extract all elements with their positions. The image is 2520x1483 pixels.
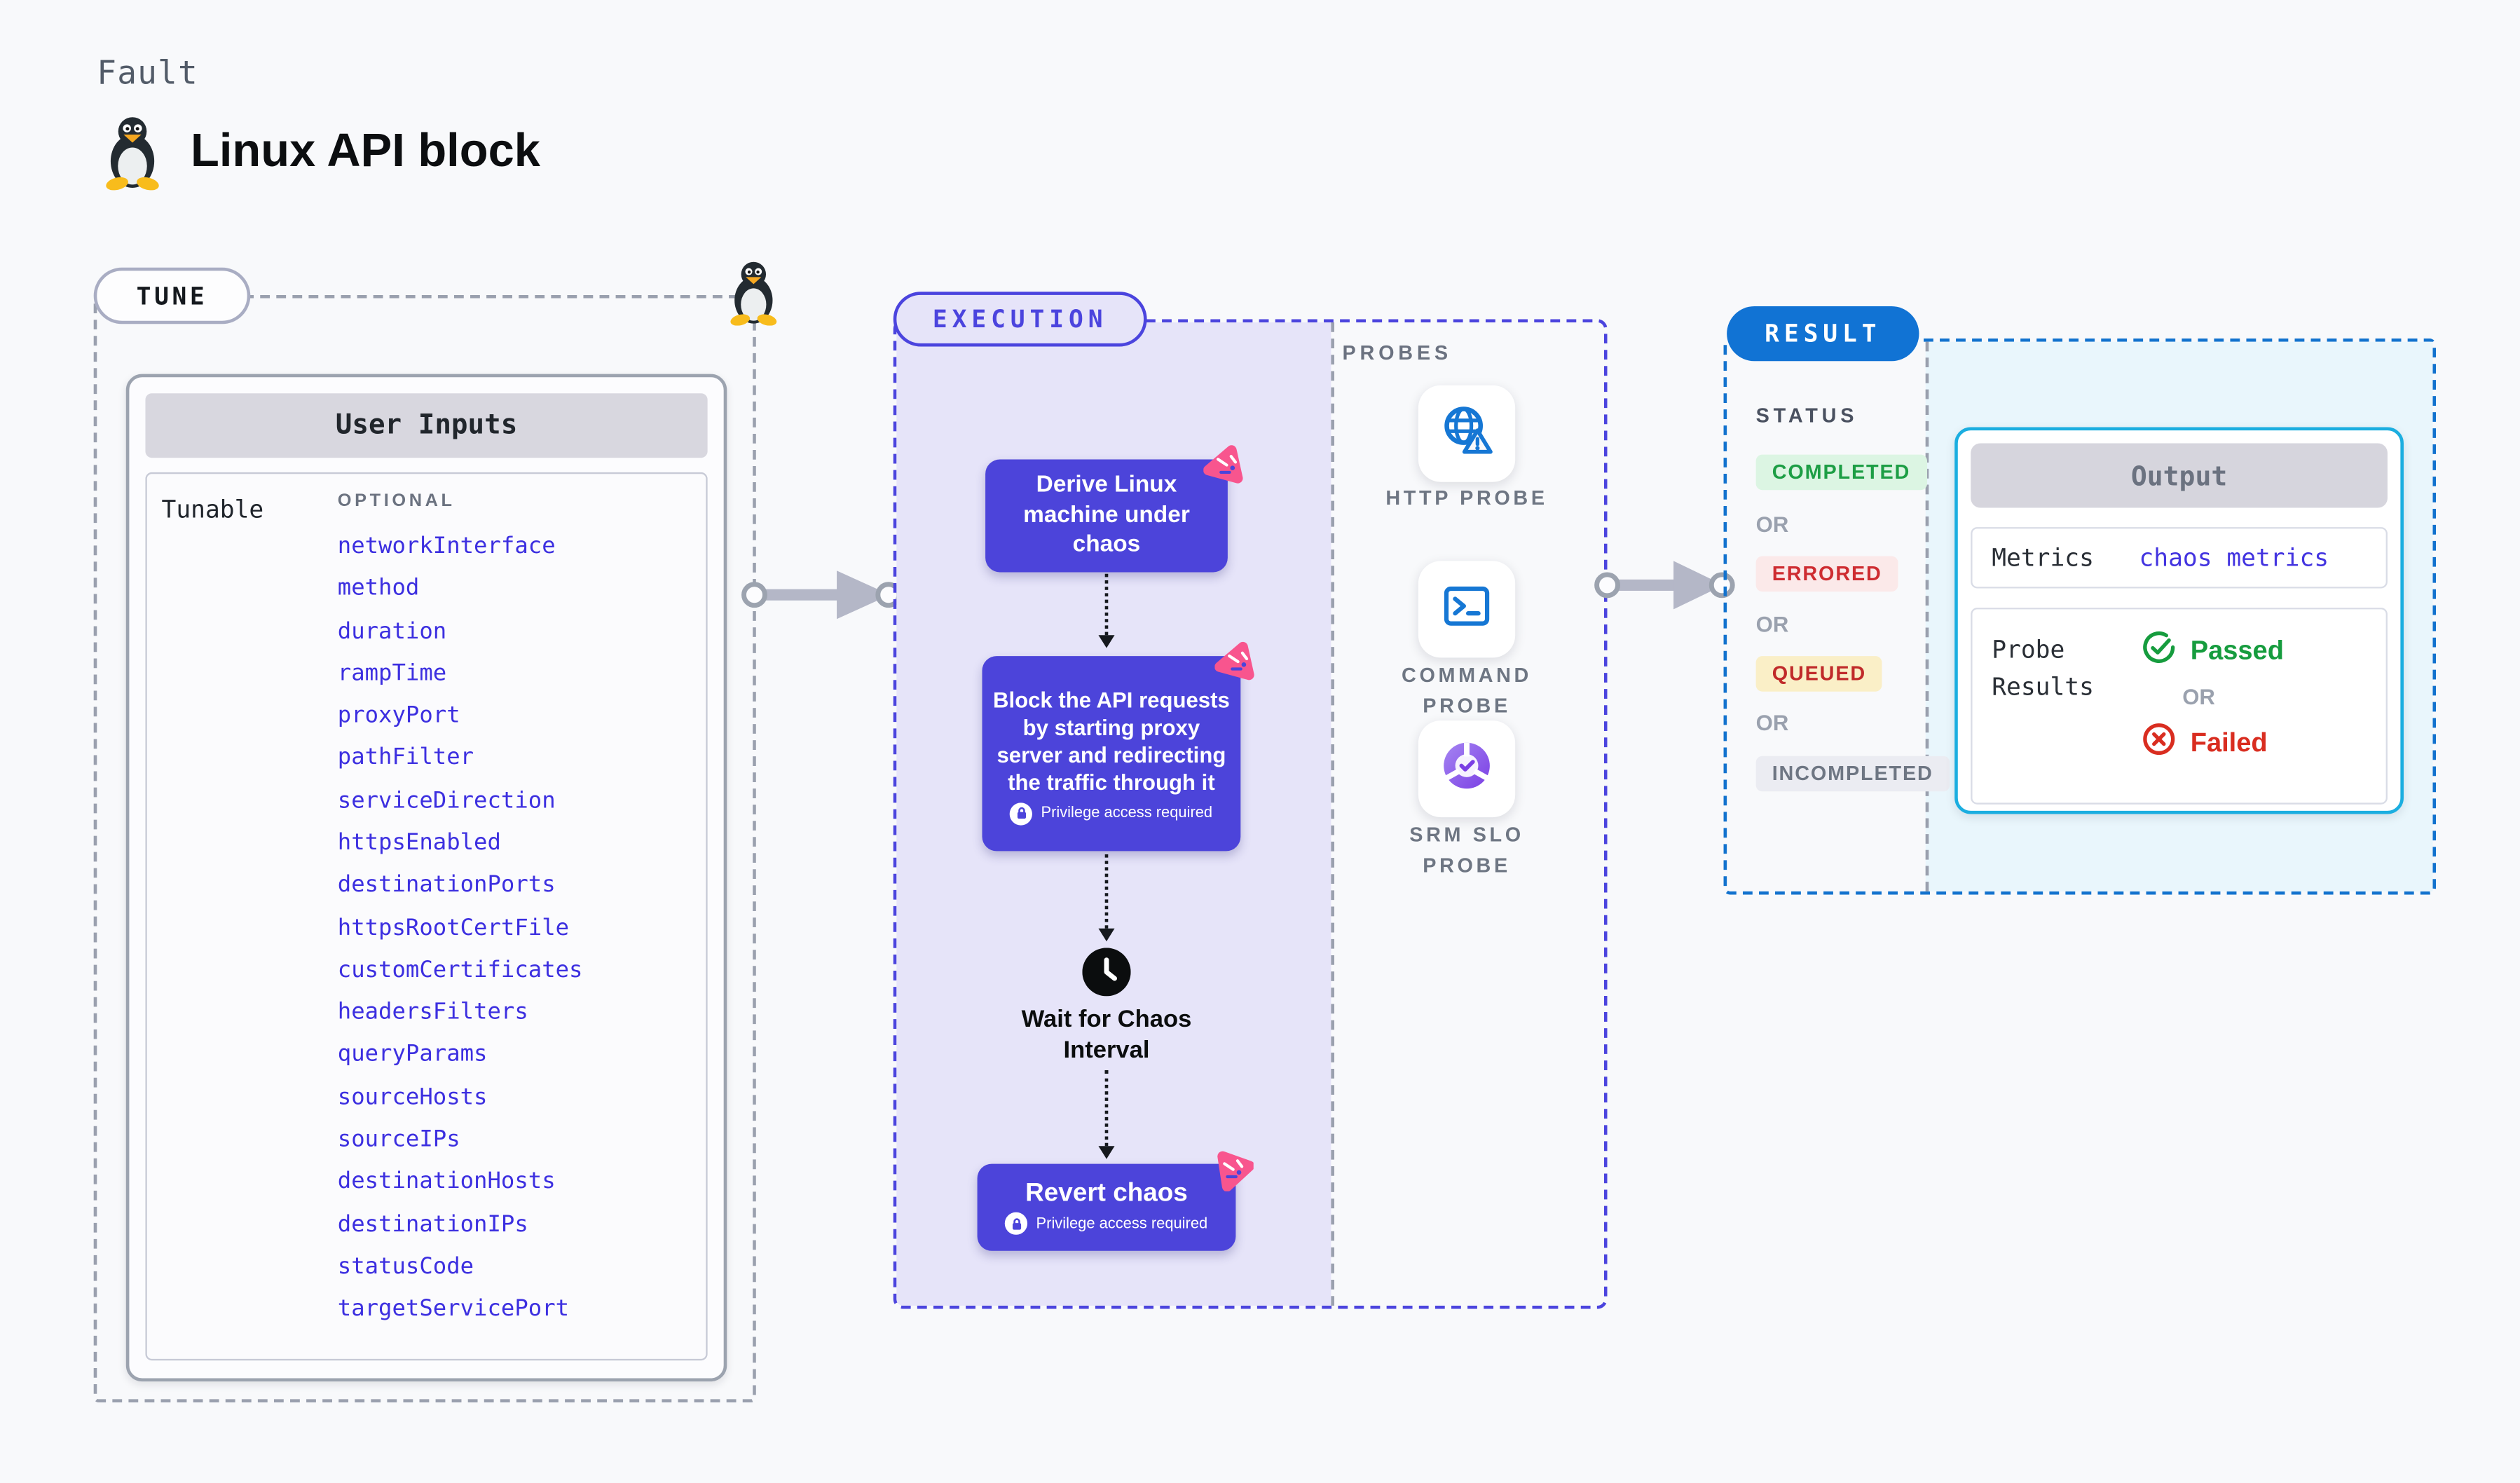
passed-row: Passed (2140, 629, 2284, 674)
flow-connector (1104, 573, 1109, 636)
execution-probes-divider (1331, 322, 1335, 1306)
param-item: httpsEnabled (337, 830, 501, 856)
optional-label: OPTIONAL (337, 491, 456, 512)
flow-arrowhead-icon (1098, 1146, 1115, 1159)
slo-donut-check-icon (1436, 734, 1498, 804)
param-item: destinationHosts (337, 1169, 556, 1195)
param-item: pathFilter (337, 745, 474, 772)
step-revert-chaos: Revert chaos Privilege access required (977, 1163, 1236, 1251)
or-separator: OR (1755, 711, 1789, 735)
probes-label: PROBES (1342, 341, 1452, 364)
status-title: STATUS (1755, 404, 1858, 428)
param-item: sourceHosts (337, 1084, 488, 1110)
tune-zone (93, 294, 756, 1402)
step-wait-label: Wait for Chaos Interval (1021, 1006, 1192, 1064)
user-inputs-table: Tunable OPTIONAL networkInterface method… (145, 472, 708, 1361)
step-derive-machine: Derive Linux machine under chaos (985, 459, 1228, 573)
user-inputs-card: User Inputs Tunable OPTIONAL networkInte… (125, 374, 727, 1382)
param-item: destinationPorts (337, 872, 556, 898)
lock-icon (1010, 802, 1033, 825)
tux-penguin-icon-small (725, 259, 782, 326)
param-item: statusCode (337, 1253, 474, 1280)
x-circle-icon (2140, 720, 2177, 765)
metrics-label: Metrics (1992, 543, 2094, 573)
chaos-pinwheel-icon (1210, 1148, 1255, 1200)
http-probe-card (1418, 385, 1516, 482)
flow-connector (1104, 854, 1109, 929)
param-item: queryParams (337, 1041, 488, 1068)
command-probe-card (1418, 561, 1516, 658)
param-item: targetServicePort (337, 1296, 570, 1323)
param-item: httpsRootCertFile (337, 915, 570, 941)
param-item: destinationIPs (337, 1211, 528, 1238)
lock-icon (1005, 1212, 1029, 1235)
user-inputs-title: User Inputs (145, 393, 708, 458)
tux-penguin-icon (100, 114, 165, 191)
terminal-icon (1438, 576, 1496, 642)
step-block-text: Block the API requests by starting proxy… (992, 687, 1230, 794)
status-badge-incompleted: INCOMPLETED (1755, 756, 1950, 792)
privilege-label: Privilege access required (1041, 803, 1213, 821)
clock-icon (1082, 948, 1131, 997)
result-pill: RESULT (1727, 306, 1919, 362)
result-divider (1925, 341, 1929, 891)
status-badge-completed: COMPLETED (1755, 454, 1927, 491)
param-list: networkInterface method duration rampTim… (338, 532, 583, 1325)
param-item: networkInterface (337, 533, 556, 560)
step-revert-text: Revert chaos (1025, 1180, 1188, 1208)
metrics-value: chaos metrics (2139, 543, 2329, 573)
check-circle-icon (2140, 629, 2177, 674)
status-badge-queued: QUEUED (1755, 656, 1883, 692)
param-item: customCertificates (337, 957, 583, 983)
output-card: Output Metrics chaos metrics Probe Resul… (1954, 427, 2404, 814)
tune-pill: TUNE (93, 267, 251, 324)
privilege-label: Privilege access required (1036, 1215, 1208, 1233)
param-item: sourceIPs (337, 1126, 460, 1153)
param-item: serviceDirection (337, 787, 556, 814)
tunable-row-label: Tunable (161, 495, 264, 524)
http-probe-label: HTTP PROBE (1385, 486, 1548, 510)
step-derive-text: Derive Linux machine under chaos (1023, 472, 1190, 559)
arrow-tune-to-execution-icon (740, 566, 902, 624)
page-title: Linux API block (191, 125, 540, 177)
output-title: Output (1971, 443, 2388, 508)
metrics-row: Metrics chaos metrics (1971, 527, 2388, 589)
status-badge-errored: ERRORED (1755, 556, 1898, 592)
execution-pill: EXECUTION (893, 292, 1147, 347)
or-separator: OR (1755, 613, 1789, 637)
privilege-row: Privilege access required (1005, 1212, 1208, 1235)
fault-eyebrow: Fault (97, 53, 198, 93)
param-item: proxyPort (337, 703, 460, 729)
passed-label: Passed (2190, 636, 2284, 665)
param-item: rampTime (337, 660, 447, 687)
param-item: duration (337, 618, 447, 644)
probe-results-row: Probe Results Passed OR (1971, 608, 2388, 805)
flow-arrowhead-icon (1098, 635, 1115, 648)
flow-connector (1104, 1070, 1109, 1147)
step-block-api: Block the API requests by starting proxy… (982, 656, 1241, 852)
param-item: method (337, 575, 420, 602)
globe-alert-icon (1436, 399, 1498, 468)
flow-arrowhead-icon (1098, 928, 1115, 942)
param-item: headersFilters (337, 999, 528, 1026)
or-separator: OR (1755, 512, 1789, 537)
command-probe-label: COMMAND PROBE (1402, 664, 1532, 718)
probe-results-label: Probe Results (1992, 635, 2094, 701)
or-separator: OR (2182, 685, 2215, 710)
arrow-execution-to-result-icon (1593, 556, 1741, 615)
srm-slo-probe-card (1418, 720, 1516, 818)
chaos-pinwheel-icon (1214, 640, 1258, 692)
privilege-row: Privilege access required (1010, 802, 1213, 825)
failed-label: Failed (2190, 727, 2268, 757)
chaos-pinwheel-icon (1203, 444, 1247, 496)
probe-results-values: Passed OR Failed (2140, 629, 2284, 766)
srm-slo-probe-label: SRM SLO PROBE (1409, 823, 1524, 878)
failed-row: Failed (2140, 720, 2284, 765)
